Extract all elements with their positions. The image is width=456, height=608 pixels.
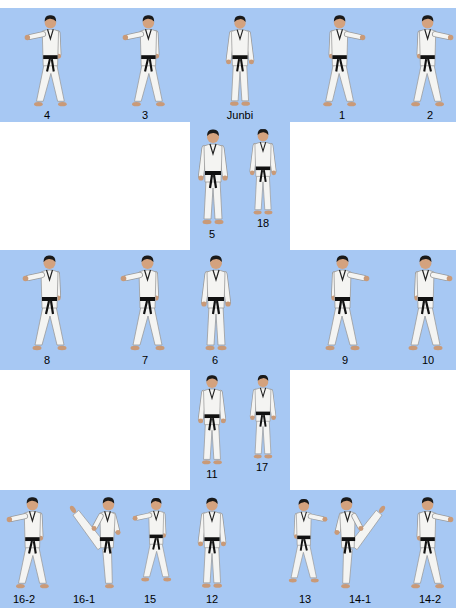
move-number: 2 <box>427 109 433 122</box>
move-number: 16-1 <box>73 593 95 606</box>
move-number: 17 <box>256 461 268 474</box>
move-number: 5 <box>209 228 215 241</box>
move-number: 1 <box>339 109 345 122</box>
move-number: 12 <box>206 593 218 606</box>
move-number: 13 <box>299 593 311 606</box>
background-bands <box>0 8 456 608</box>
move-number: 4 <box>44 109 50 122</box>
move-number: 14-2 <box>419 593 441 606</box>
move-number: 3 <box>142 109 148 122</box>
figures <box>7 15 454 588</box>
move-number: 7 <box>142 354 148 367</box>
move-number: 16-2 <box>13 593 35 606</box>
move-number: 8 <box>44 354 50 367</box>
move-number: 18 <box>257 217 269 230</box>
move-number: 6 <box>212 354 218 367</box>
move-number: 9 <box>342 354 348 367</box>
move-number: 14-1 <box>349 593 371 606</box>
move-number: 15 <box>144 593 156 606</box>
move-number: 10 <box>422 354 434 367</box>
move-number: 11 <box>206 468 217 481</box>
move-number: Junbi <box>227 109 253 122</box>
